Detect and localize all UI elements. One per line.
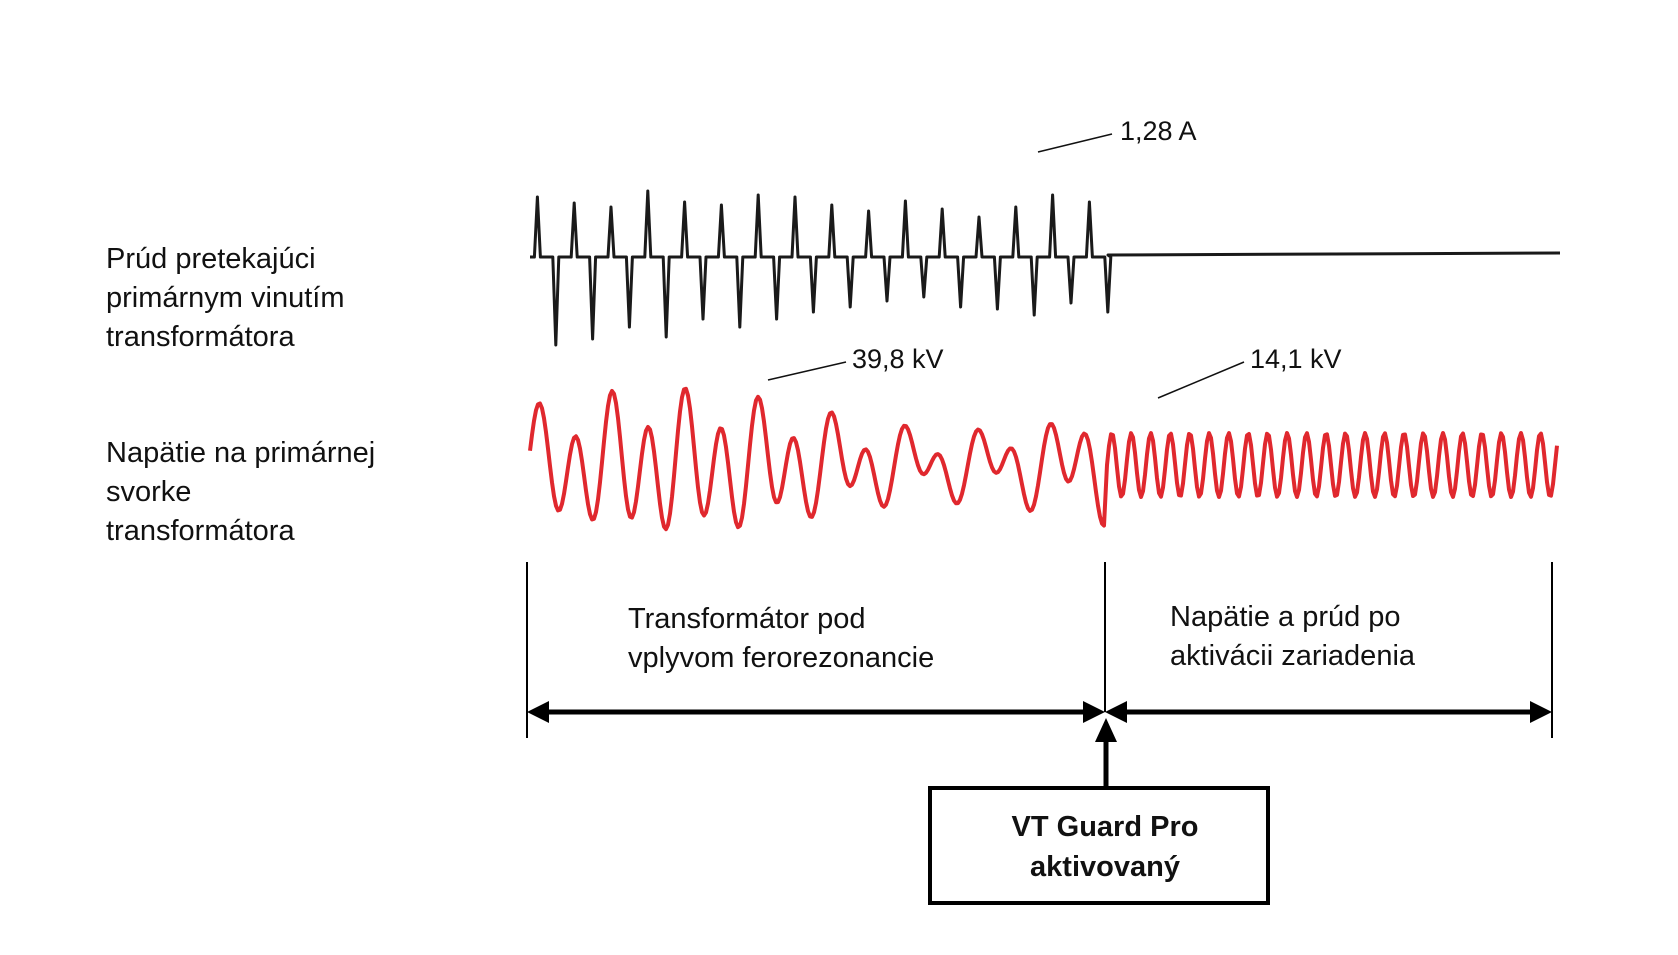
phase-after-line2: aktivácii zariadenia bbox=[1170, 640, 1416, 672]
current-label-line1: Prúd pretekajúci bbox=[106, 243, 316, 275]
voltage-label-line2: svorke bbox=[106, 476, 191, 508]
phase-before-line2: vplyvom ferorezonancie bbox=[628, 642, 934, 674]
current-peak-leader bbox=[1037, 133, 1113, 153]
current-label-line3: transformátora bbox=[106, 321, 295, 353]
phase-before-line1: Transformátor pod bbox=[628, 603, 865, 635]
voltage-after-value: 14,1 kV bbox=[1250, 344, 1342, 374]
phase-after-line1: Napätie a prúd po bbox=[1170, 601, 1401, 633]
phase-after-arrow bbox=[1105, 701, 1552, 723]
device-name: VT Guard Pro bbox=[1012, 811, 1199, 843]
voltage-peak-value: 39,8 kV bbox=[852, 344, 944, 374]
activation-arrow bbox=[1095, 718, 1117, 788]
voltage-after-leader bbox=[1157, 361, 1245, 399]
device-box bbox=[928, 786, 1270, 905]
voltage-label-line3: transformátora bbox=[106, 515, 295, 547]
voltage-peak-leader bbox=[767, 361, 847, 381]
current-waveform bbox=[530, 189, 1561, 347]
phase-before-arrow bbox=[527, 701, 1105, 723]
voltage-label-line1: Napätie na primárnej bbox=[106, 437, 375, 469]
device-status: aktivovaný bbox=[1030, 851, 1180, 883]
current-label-line2: primárnym vinutím bbox=[106, 282, 345, 314]
voltage-waveform bbox=[528, 386, 1559, 532]
current-peak-value: 1,28 A bbox=[1120, 116, 1197, 146]
